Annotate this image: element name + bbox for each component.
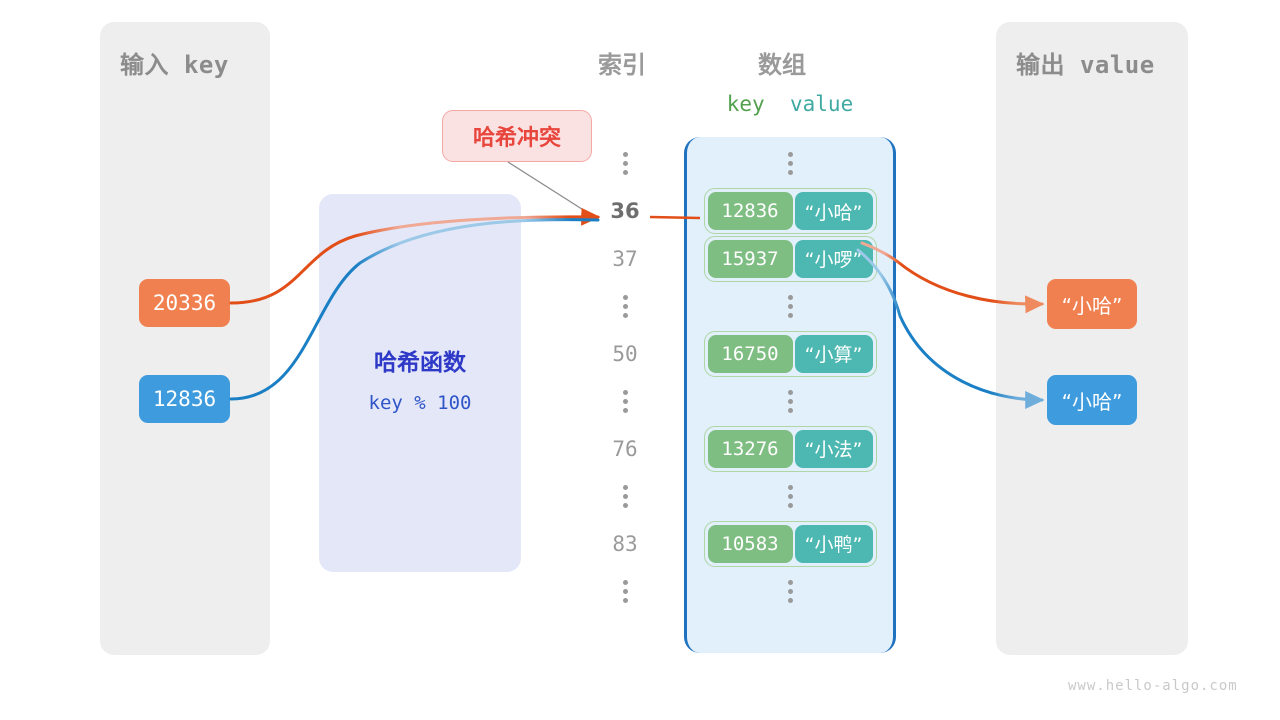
value-cell: “小算” [794, 334, 873, 373]
watermark: www.hello-algo.com [1068, 678, 1238, 694]
index-label-76: 76 [612, 436, 638, 461]
key-value-pair: 10583“小鸭” [703, 520, 877, 567]
key-cell: 16750 [707, 334, 793, 373]
vertical-ellipsis-icon [622, 389, 628, 413]
output-value-chip-1: “小哈” [1047, 279, 1137, 329]
key-value-pair: 13276“小法” [703, 425, 877, 472]
value-header-label: value [790, 92, 854, 116]
vertical-ellipsis-icon [622, 484, 628, 508]
hash-collision-badge: 哈希冲突 [442, 110, 592, 162]
key-header-label: key [726, 92, 765, 116]
input-key-chip-2: 12836 [139, 375, 230, 423]
key-value-pair: 15937“小啰” [703, 235, 877, 282]
collision-leader-line [507, 161, 597, 219]
value-cell: “小鸭” [794, 524, 873, 563]
array-ellipsis [684, 140, 896, 188]
vertical-ellipsis-icon [787, 152, 793, 176]
index-label-36: 36 [610, 199, 640, 224]
index-ellipsis [592, 568, 658, 616]
vertical-ellipsis-icon [787, 579, 793, 603]
key-cell: 15937 [707, 239, 793, 278]
hash-function-formula: key % 100 [368, 392, 472, 414]
index-label-50: 50 [612, 341, 638, 366]
input-panel [100, 22, 270, 655]
array-entry-36: 12836“小哈” [684, 188, 896, 236]
index-ellipsis [592, 140, 658, 188]
array-entry-50: 16750“小算” [684, 330, 896, 378]
vertical-ellipsis-icon [622, 579, 628, 603]
array-ellipsis [684, 473, 896, 521]
array-rows: 12836“小哈”15937“小啰”16750“小算”13276“小法”1058… [684, 140, 896, 650]
index-label-83: 83 [612, 531, 638, 556]
output-panel [996, 22, 1188, 655]
vertical-ellipsis-icon [787, 294, 793, 318]
hash-function-box [319, 194, 521, 572]
value-cell: “小哈” [794, 192, 873, 231]
array-ellipsis [684, 378, 896, 426]
array-ellipsis [684, 283, 896, 331]
vertical-ellipsis-icon [622, 152, 628, 176]
key-value-pair: 12836“小哈” [703, 188, 877, 235]
index-column-header: 索引 [598, 51, 646, 79]
value-cell: “小法” [794, 429, 873, 468]
input-panel-title: 输入 key [120, 51, 229, 79]
value-cell: “小啰” [794, 239, 873, 278]
key-value-header: key value [684, 92, 896, 116]
key-cell: 10583 [707, 524, 793, 563]
key-value-pair: 16750“小算” [703, 330, 877, 377]
output-value-chip-2: “小哈” [1047, 375, 1137, 425]
array-entry-37: 15937“小啰” [684, 235, 896, 283]
output-panel-title: 输出 value [1016, 51, 1155, 79]
key-cell: 13276 [707, 429, 793, 468]
array-entry-76: 13276“小法” [684, 425, 896, 473]
key-cell: 12836 [707, 192, 793, 231]
array-entry-83: 10583“小鸭” [684, 520, 896, 568]
index-ellipsis [592, 378, 658, 426]
input-key-chip-1: 20336 [139, 279, 230, 327]
index-ellipsis [592, 473, 658, 521]
index-label-37: 37 [612, 246, 638, 271]
vertical-ellipsis-icon [787, 389, 793, 413]
hash-function-name: 哈希函数 [374, 350, 466, 376]
array-ellipsis [684, 568, 896, 616]
index-ellipsis [592, 283, 658, 331]
array-column-header: 数组 [758, 51, 806, 79]
vertical-ellipsis-icon [622, 294, 628, 318]
vertical-ellipsis-icon [787, 484, 793, 508]
index-column: 36 37 50 76 83 [592, 140, 658, 650]
